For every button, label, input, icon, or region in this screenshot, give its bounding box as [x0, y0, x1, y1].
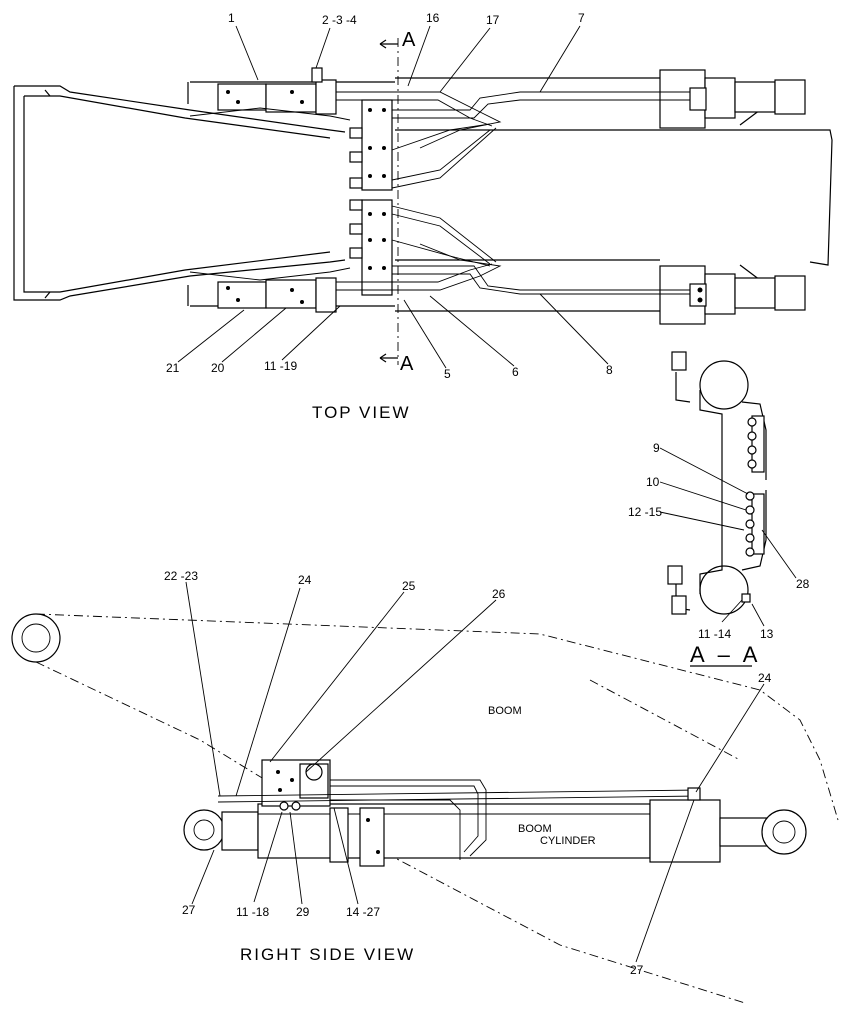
- callout-label: 1: [228, 11, 235, 25]
- callout-label: 8: [606, 363, 613, 377]
- callout-label: 6: [512, 365, 519, 379]
- section-marker-bottom: A: [400, 353, 414, 375]
- top-view-title: TOP VIEW: [312, 403, 411, 422]
- side-view-callout-labels: 22 -23 24 25 26 24 27 11 -18 29 14 -27 2…: [164, 569, 772, 977]
- callout-label: 13: [760, 627, 774, 641]
- callout-label: 12 -15: [628, 505, 662, 519]
- callout-label: 24: [758, 671, 772, 685]
- callout-label: 27: [182, 903, 196, 917]
- callout-label: 16: [426, 11, 440, 25]
- side-view-title: RIGHT SIDE VIEW: [240, 945, 415, 964]
- callout-label: 21: [166, 361, 180, 375]
- callout-label: 11 -18: [236, 905, 269, 919]
- callout-label: 29: [296, 905, 310, 919]
- callout-label: 27: [630, 963, 644, 977]
- boom-label: BOOM: [488, 705, 522, 717]
- top-view-hoses: [189, 91, 690, 295]
- side-view-leaders: [185, 581, 765, 963]
- boom-cylinder-label-line2: CYLINDER: [540, 835, 596, 847]
- top-view-callout-labels: 1 2 -3 -4 16 17 7 21 20 11 -19 5 6 8: [166, 11, 613, 381]
- callout-label: 11 -14: [698, 627, 731, 641]
- side-view-boom-cylinder: [183, 799, 807, 863]
- callout-label: 10: [646, 475, 660, 489]
- side-view-valve-and-piping: [217, 759, 701, 867]
- callout-label: 24: [298, 573, 312, 587]
- section-aa-callout-labels: 9 10 12 -15 28 11 -14 13: [628, 441, 810, 641]
- callout-label: 20: [211, 361, 225, 375]
- callout-label: 14 -27: [346, 905, 380, 919]
- top-view-cylinder-lower: [659, 265, 806, 325]
- side-view-labels: BOOM BOOM CYLINDER: [488, 705, 596, 847]
- callout-label: 7: [578, 11, 585, 25]
- side-view-boom-outline: [11, 613, 839, 1004]
- callout-label: 17: [486, 13, 500, 27]
- callout-label: 11 -19: [264, 359, 297, 373]
- callout-label: 9: [653, 441, 660, 455]
- callout-label: 25: [402, 579, 416, 593]
- top-view-clamp-block: [349, 99, 393, 296]
- section-marker-top: A: [402, 29, 416, 51]
- top-view-valve-lower: [217, 277, 337, 313]
- top-view-cylinder-upper: [659, 69, 806, 129]
- callout-label: 5: [444, 367, 451, 381]
- callout-label: 26: [492, 587, 506, 601]
- callout-label: 22 -23: [164, 569, 198, 583]
- callout-label: 28: [796, 577, 810, 591]
- boom-cylinder-label-line1: BOOM: [518, 823, 552, 835]
- top-view-valve-upper: [217, 67, 337, 115]
- callout-label: 2 -3 -4: [322, 13, 357, 27]
- section-aa-title: A – A: [690, 642, 761, 667]
- section-aa-leaders: [659, 447, 797, 667]
- section-aa-drawing: [667, 351, 767, 615]
- top-view-leaders: [177, 25, 609, 369]
- section-cut-line: A A: [379, 29, 416, 375]
